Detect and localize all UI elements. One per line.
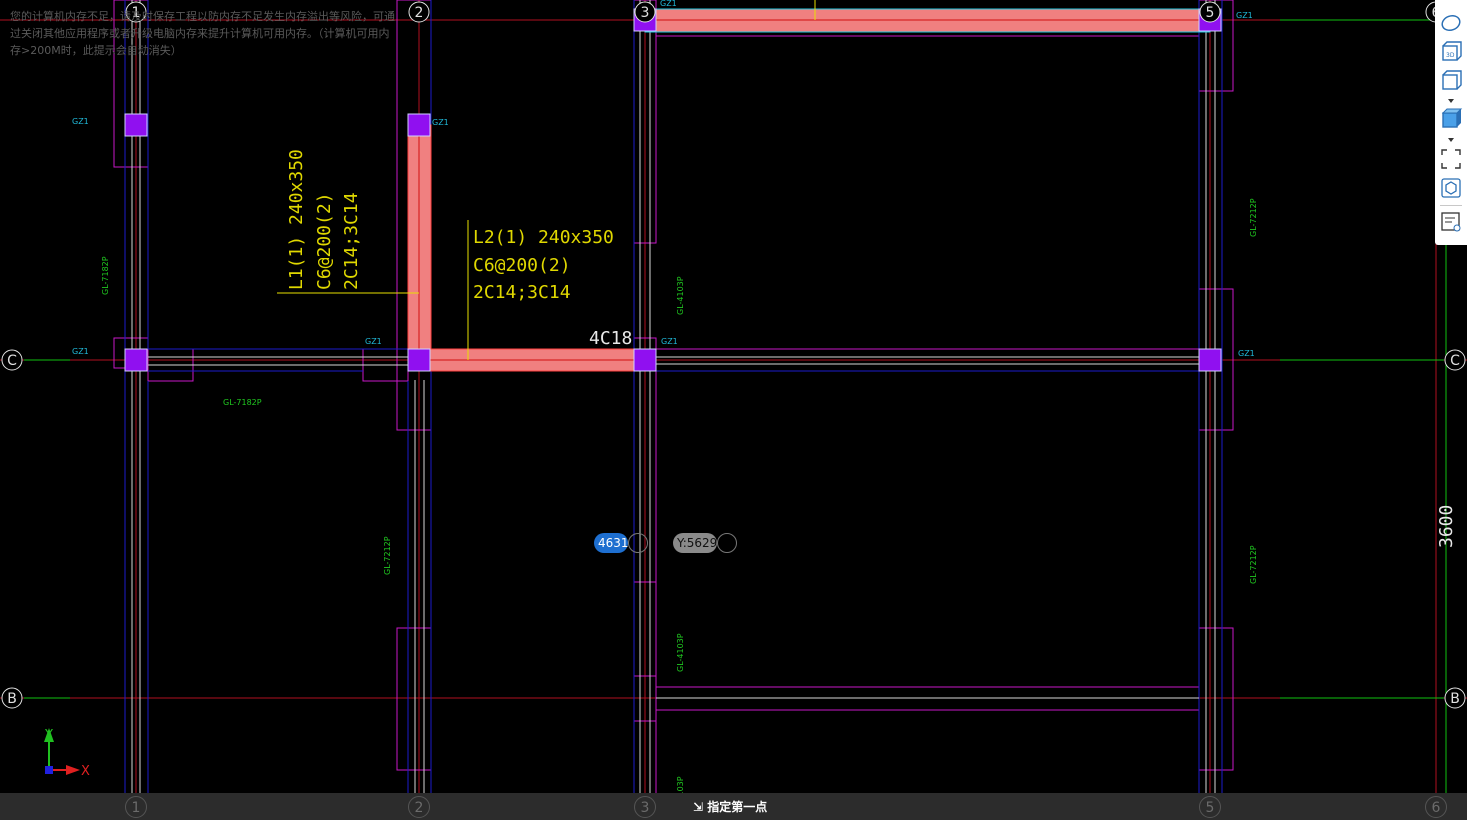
- cursor-arrow-icon: ⇲: [693, 800, 704, 814]
- axis-bubbles: 1 2 3 5 6 C C B B: [1, 1, 1466, 709]
- beam-l1-line1: L1(1) 240x350: [286, 149, 307, 290]
- column-gz1: [407, 348, 431, 372]
- rebar-label: 4C18: [589, 328, 632, 349]
- annotation-leaders: [277, 0, 816, 360]
- y-lock-toggle[interactable]: [717, 533, 737, 553]
- gz-labels: GZ1 GZ1 GZ1 GZ1 GZ1 GZ1 GZ1 GZ1: [72, 0, 1255, 358]
- svg-text:B: B: [7, 691, 17, 707]
- axis-bubble-c-left: C: [1, 349, 23, 371]
- cube-select-icon[interactable]: [1439, 177, 1463, 199]
- toolbar-divider: [1440, 205, 1462, 206]
- axis-bubble-5: 5: [1199, 1, 1221, 23]
- bottom-axis-1: 1: [125, 796, 147, 818]
- gl-label: GL-7182P: [223, 398, 262, 407]
- svg-text:B: B: [1450, 691, 1460, 707]
- gz-label: GZ1: [660, 0, 677, 8]
- svg-text:5: 5: [1206, 5, 1215, 21]
- gz-label: GZ1: [72, 117, 89, 126]
- svg-text:C: C: [7, 353, 17, 369]
- solid-box-icon[interactable]: [1439, 108, 1463, 130]
- status-bar: [0, 793, 1467, 820]
- axis-bubble-b-left: B: [1, 687, 23, 709]
- beams[interactable]: [407, 8, 1211, 372]
- beam-l2-line2: C6@200(2): [473, 255, 571, 276]
- gz-label: GZ1: [661, 337, 678, 346]
- bottom-axis-6: 6: [1425, 796, 1447, 818]
- x-coordinate-input[interactable]: 4631: [594, 533, 629, 553]
- command-prompt: ⇲ 指定第一点: [693, 798, 767, 815]
- axis-bubble-3: 3: [634, 1, 656, 23]
- beam-l2-line3: 2C14;3C14: [473, 282, 571, 303]
- gl-label: GL-7212P: [1249, 198, 1258, 237]
- axis-bubble-b-right: B: [1444, 687, 1466, 709]
- bottom-axis-3: 3: [634, 796, 656, 818]
- beam-l2-line1: L2(1) 240x350: [473, 227, 614, 248]
- view-toolbar: 3D: [1435, 0, 1467, 245]
- gz-label: GZ1: [365, 337, 382, 346]
- svg-text:3D: 3D: [1446, 52, 1455, 59]
- svg-text:2: 2: [415, 5, 424, 21]
- axis-bubble-2: 2: [408, 1, 430, 23]
- gl-label: GL-7212P: [383, 536, 392, 575]
- gl-label: GL-7182P: [101, 256, 110, 295]
- ucs-icon: Y X: [44, 728, 90, 779]
- fullscreen-icon[interactable]: [1439, 148, 1463, 170]
- x-lock-toggle[interactable]: [628, 533, 648, 553]
- gl-label: GL-7212P: [1249, 545, 1258, 584]
- wall-centerlines: [131, 0, 1216, 793]
- beam-l1-line2: C6@200(2): [314, 192, 335, 290]
- wall-outlines: [113, 0, 1234, 793]
- wall-blue-lines: [124, 0, 1223, 793]
- beam-l1-line3: 2C14;3C14: [341, 192, 362, 290]
- axis-bubble-1: 1: [125, 1, 147, 23]
- view-3d-icon[interactable]: 3D: [1439, 41, 1463, 63]
- column-gz1: [1198, 348, 1222, 372]
- dimension-label: 3600: [1436, 505, 1457, 548]
- gz-label: GZ1: [432, 118, 449, 127]
- gz-label: GZ1: [1236, 11, 1253, 20]
- gl-label: GL-4103P: [676, 276, 685, 315]
- y-coordinate-input[interactable]: Y:5629: [673, 533, 717, 553]
- memory-warning: 您的计算机内存不足，请及时保存工程以防内存不足发生内存溢出等风险，可通过关闭其他…: [10, 10, 395, 57]
- chevron-down-icon[interactable]: [1439, 130, 1463, 142]
- svg-text:1: 1: [132, 5, 141, 21]
- gl-labels: GL-7182P GL-7182P GL-7212P GL-7212P GL-7…: [101, 198, 1258, 815]
- beam-l1-annotation: L1(1) 240x350 C6@200(2) 2C14;3C14: [286, 149, 362, 290]
- axis-bubble-c-right: C: [1444, 349, 1466, 371]
- layer-view-icon[interactable]: [1439, 211, 1463, 233]
- bottom-axis-2: 2: [408, 796, 430, 818]
- orbit-icon[interactable]: [1439, 12, 1463, 34]
- column-gz1: [124, 348, 148, 372]
- grid-lines: [0, 0, 1467, 793]
- gz-label: GZ1: [72, 347, 89, 356]
- column-gz1: [633, 348, 657, 372]
- svg-text:3: 3: [641, 5, 650, 21]
- column-gz1: [124, 113, 148, 137]
- svg-text:C: C: [1450, 353, 1460, 369]
- ucs-y-label: Y: [44, 728, 53, 743]
- column-gz1: [407, 113, 431, 137]
- bottom-axis-5: 5: [1199, 796, 1221, 818]
- ucs-x-label: X: [81, 764, 90, 779]
- box-view-icon[interactable]: [1439, 70, 1463, 92]
- beam-l2-annotation: L2(1) 240x350 C6@200(2) 2C14;3C14: [473, 227, 614, 303]
- chevron-down-icon[interactable]: [1439, 91, 1463, 103]
- gz-label: GZ1: [1238, 349, 1255, 358]
- command-prompt-text: 指定第一点: [707, 800, 768, 814]
- gl-label: GL-4103P: [676, 633, 685, 672]
